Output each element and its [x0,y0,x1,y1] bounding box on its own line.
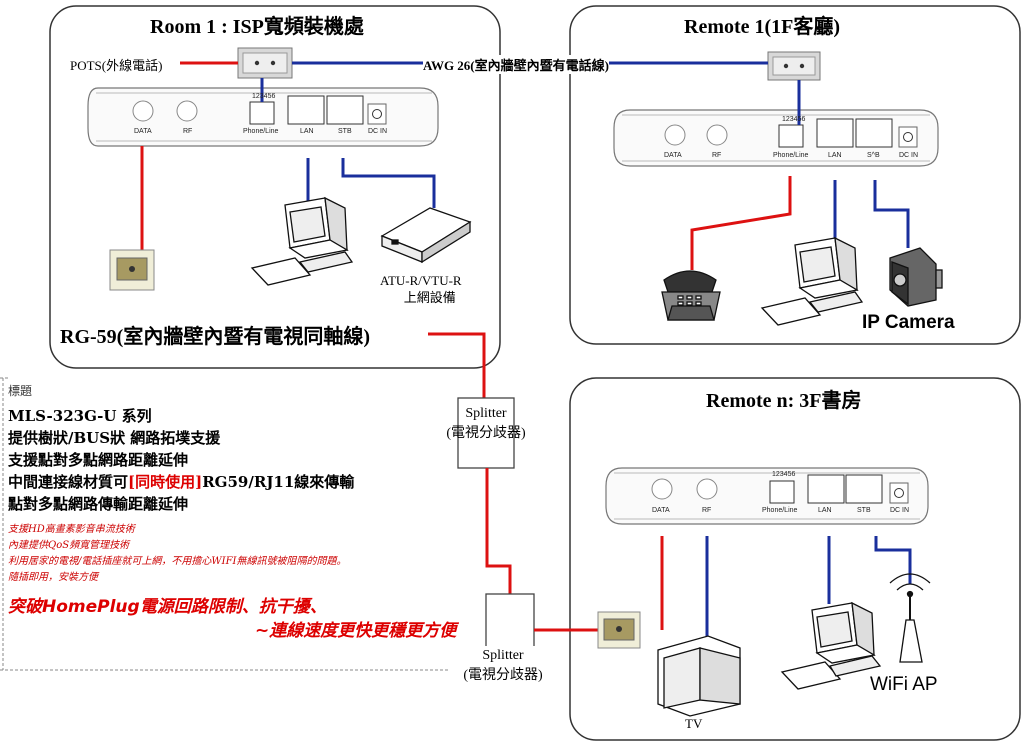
notes-line-5: 點對多點網路傳輸距離延伸 [8,495,189,513]
notes-highlight-1: 突破HomePlug電源回路限制、抗干擾、 [8,597,327,617]
splitter2-label-line1: Splitter [448,646,558,666]
rg59-wire [428,332,486,398]
device-unit-room1 [87,87,439,147]
splitter1-label: Splitter (電視分歧器) [433,404,539,444]
wifi-ap-icon [889,573,931,663]
port-data-remoten: DATA [652,507,670,514]
device-unit-remoten [605,467,929,525]
notes-italic-2: 內建提供QoS頻寬管理技術 [8,540,130,551]
notes-block: MLS-323G-U 系列 提供樹狀/BUS狀 網路拓墣支援 支援點對多點網路距… [8,405,354,515]
port-pins-remote1: 123456 [782,116,806,123]
wall-jack-room1 [237,47,293,79]
port-data-room1: DATA [134,128,152,135]
notes-italic-4: 隨插即用，安裝方便 [8,572,98,583]
notes-line-4-highlight: [同時使用] [128,473,203,491]
notes-italic-3: 利用居家的電視/電話插座就可上網，不用擔心WIFI無線訊號被阻隔的問題。 [8,556,347,567]
atu-label-line2: 上網設備 [403,290,456,305]
port-rf-remoten: RF [702,507,712,514]
notes-line-3: 支援點對多點網路距離延伸 [8,451,189,469]
splitter1-label-line2: (電視分歧器) [446,426,526,441]
port-rf-room1: RF [183,128,193,135]
wall-jack-remote1 [767,51,821,81]
splitter2-label-line2: (電視分歧器) [448,666,558,686]
port-dcin-remote1: DC IN [899,152,919,159]
port-pins-room1: 123456 [252,93,276,100]
port-phone-remoten: Phone/Line [762,507,798,514]
remote1-title: Remote 1(1F客廳) [684,16,841,38]
phone-wire-remote1 [690,176,792,270]
atu-label: ATU-R/VTU-R 上網設備 [380,272,462,306]
port-stb-remote1: S^B [867,152,880,159]
device-unit-remote1 [613,109,939,167]
port-rf-remote1: RF [712,152,722,159]
room1-box [49,5,501,369]
computer-icon-remoten [780,601,882,690]
port-lan-room1: LAN [300,128,314,135]
ip-camera-icon [889,247,943,307]
notes-italic-block: 支援HD高畫素影音串流技術 內建提供QoS頻寬管理技術 利用居家的電視/電話插座… [8,522,347,586]
splitter1-label-line1: Splitter [465,406,507,421]
tv-icon [657,635,741,717]
stb-wire-remoten [874,536,912,584]
port-lan-remoten: LAN [818,507,832,514]
notes-line-4-post: RG59/RJ11線來傳輸 [202,473,355,491]
computer-icon-remote1 [760,236,864,326]
rg59-label: RG-59(室內牆壁內暨有電視同軸線) [60,326,370,348]
wifi-ap-label: WiFi AP [870,674,938,695]
stb-wire-room1 [341,158,436,208]
awg26-label: AWG 26(室內牆壁內暨有電話線) [423,55,609,74]
tv-label: TV [685,716,703,731]
port-data-remote1: DATA [664,152,682,159]
computer-icon-room1 [250,196,354,286]
port-dcin-room1: DC IN [368,128,388,135]
port-pins-remoten: 123456 [772,471,796,478]
splitter-link-wire [485,468,512,594]
atu-device-icon [380,207,472,264]
atu-label-line1: ATU-R/VTU-R [380,273,462,288]
ip-camera-label: IP Camera [862,312,955,333]
port-phone-remote1: Phone/Line [773,152,809,159]
notes-line-2: 提供樹狀/BUS狀 網路拓墣支援 [8,429,221,447]
pots-label: POTS(外線電話) [70,55,163,74]
port-stb-remoten: STB [857,507,871,514]
notes-line-4: 中間連接線材質可[同時使用]RG59/RJ11線來傳輸 [8,471,354,493]
notes-italic-1: 支援HD高畫素影音串流技術 [8,524,135,535]
telephone-icon [661,270,721,321]
notes-line-4-pre: 中間連接線材質可 [8,473,129,491]
remote1-box [569,5,1021,345]
port-lan-remote1: LAN [828,152,842,159]
notes-highlight-2: ~連線速度更快更穩更方便 [255,621,457,641]
stb-wire-remote1 [873,180,910,248]
notes-line-1: MLS-323G-U 系列 [8,407,152,425]
coax-wall-plate-room1 [109,249,155,291]
remoten-box [569,377,1021,741]
port-stb-room1: STB [338,128,352,135]
note-box [0,377,498,671]
notes-heading: 標題 [8,384,33,398]
port-dcin-remoten: DC IN [890,507,910,514]
coax-wall-plate-remoten [597,611,641,649]
room1-title: Room 1 : ISP寬頻裝機處 [150,16,364,38]
port-phone-room1: Phone/Line [243,128,279,135]
splitter2-label: Splitter (電視分歧器) [448,646,558,686]
remoten-title: Remote n: 3F書房 [706,390,862,412]
